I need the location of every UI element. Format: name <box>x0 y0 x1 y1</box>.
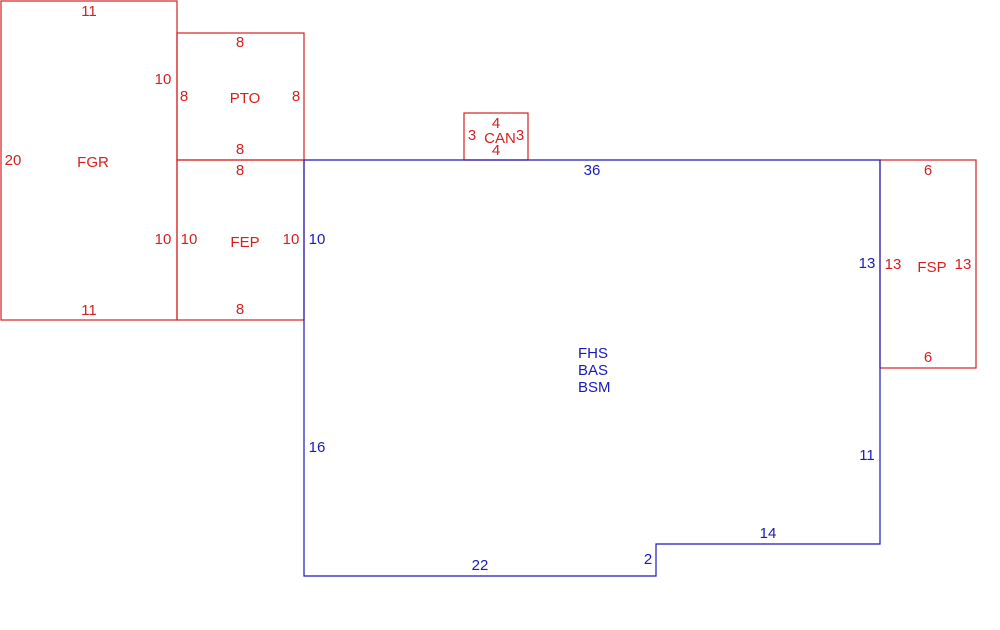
fgr-bottom-dim: 11 <box>81 302 97 319</box>
fep-left-dim: 10 <box>181 231 198 248</box>
pto-left-dim: 8 <box>180 88 188 105</box>
fgr-top-dim: 11 <box>81 3 97 20</box>
fsp-right-dim: 13 <box>955 256 972 273</box>
main-name-3: BSM <box>578 379 611 396</box>
pto-right-dim: 8 <box>292 88 300 105</box>
fsp-name: FSP <box>917 259 946 276</box>
can-right-dim: 3 <box>516 127 524 144</box>
pto-name: PTO <box>230 90 261 107</box>
fep-name: FEP <box>230 234 259 251</box>
main-bottom-left-dim: 22 <box>472 557 489 574</box>
pto-top-dim: 8 <box>236 34 244 51</box>
fsp-left-dim: 13 <box>885 256 902 273</box>
fsp-bottom-dim: 6 <box>924 349 932 366</box>
fep-left-outer-dim: 10 <box>155 231 172 248</box>
can-bottom-dim: 4 <box>492 142 500 159</box>
main-left-lower-dim: 16 <box>309 439 326 456</box>
main-name-2: BAS <box>578 362 608 379</box>
main-step-dim: 2 <box>644 551 652 568</box>
main-bottom-right-dim: 14 <box>760 525 777 542</box>
pto-bottom-dim: 8 <box>236 141 244 158</box>
fgr-right-dim: 10 <box>155 71 172 88</box>
main-right-upper-dim: 13 <box>859 255 876 272</box>
fep-right-dim: 10 <box>283 231 300 248</box>
can-left-dim: 3 <box>468 127 476 144</box>
main-right-lower-dim: 11 <box>859 447 875 464</box>
main-house-outline <box>303 159 881 577</box>
fgr-name: FGR <box>77 154 109 171</box>
fgr-left-dim: 20 <box>5 152 22 169</box>
can-name: CAN <box>484 130 516 147</box>
fsp-top-dim: 6 <box>924 162 932 179</box>
main-top-dim: 36 <box>584 162 601 179</box>
fep-top-dim: 8 <box>236 162 244 179</box>
fep-bottom-dim: 8 <box>236 301 244 318</box>
main-left-upper-dim: 10 <box>309 231 326 248</box>
can-top-dim: 4 <box>492 115 500 132</box>
main-name-1: FHS <box>578 345 608 362</box>
